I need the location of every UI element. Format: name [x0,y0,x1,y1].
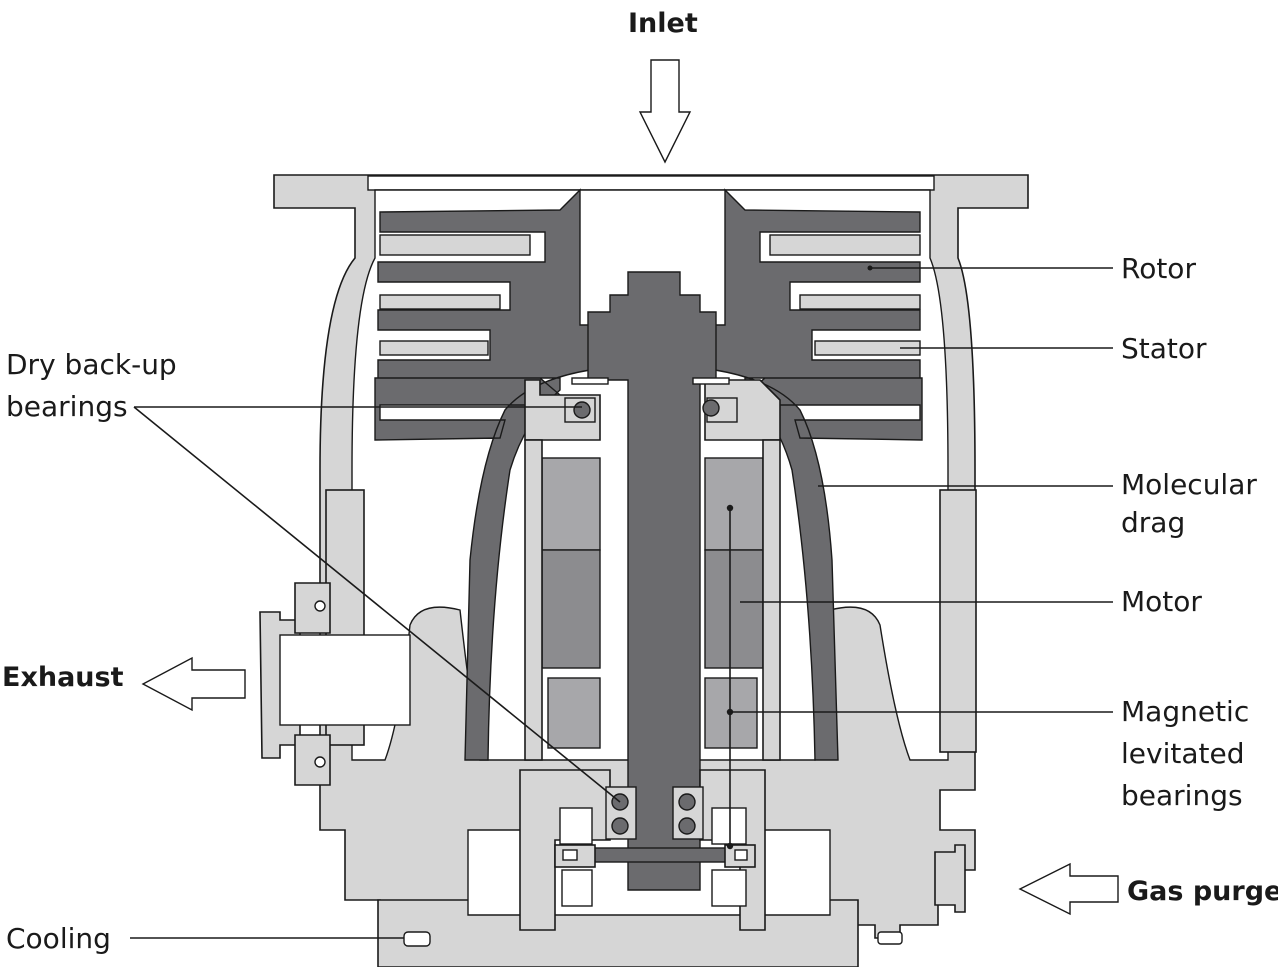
inlet-arrow-icon [638,59,692,164]
magnetic-bearings-label-line2: levitated [1121,737,1244,770]
magnetic-bearings-label-line1: Magnetic [1121,695,1249,728]
magnetic-bearings-label-line3: bearings [1121,779,1243,812]
stator-label: Stator [1121,332,1207,365]
exhaust-arrow-icon [141,656,246,712]
motor-label: Motor [1121,585,1202,618]
inlet-label: Inlet [628,8,698,39]
molecular-drag-label-line2: drag [1121,506,1185,539]
exhaust-label: Exhaust [2,662,124,693]
rotor-label: Rotor [1121,252,1196,285]
molecular-drag-label-line1: Molecular [1121,468,1257,501]
dry-bearings-label-line1: Dry back-up [6,348,177,381]
back-up-bearings [564,377,738,840]
dry-bearings-label-line2: bearings [6,390,128,423]
gas-purge-label: Gas purge [1127,876,1278,907]
cooling-label: Cooling [6,922,111,955]
leader-lines [130,265,1113,939]
motor-assembly [519,379,781,931]
rotor [374,188,923,891]
gas-purge-arrow-icon [1018,862,1119,916]
